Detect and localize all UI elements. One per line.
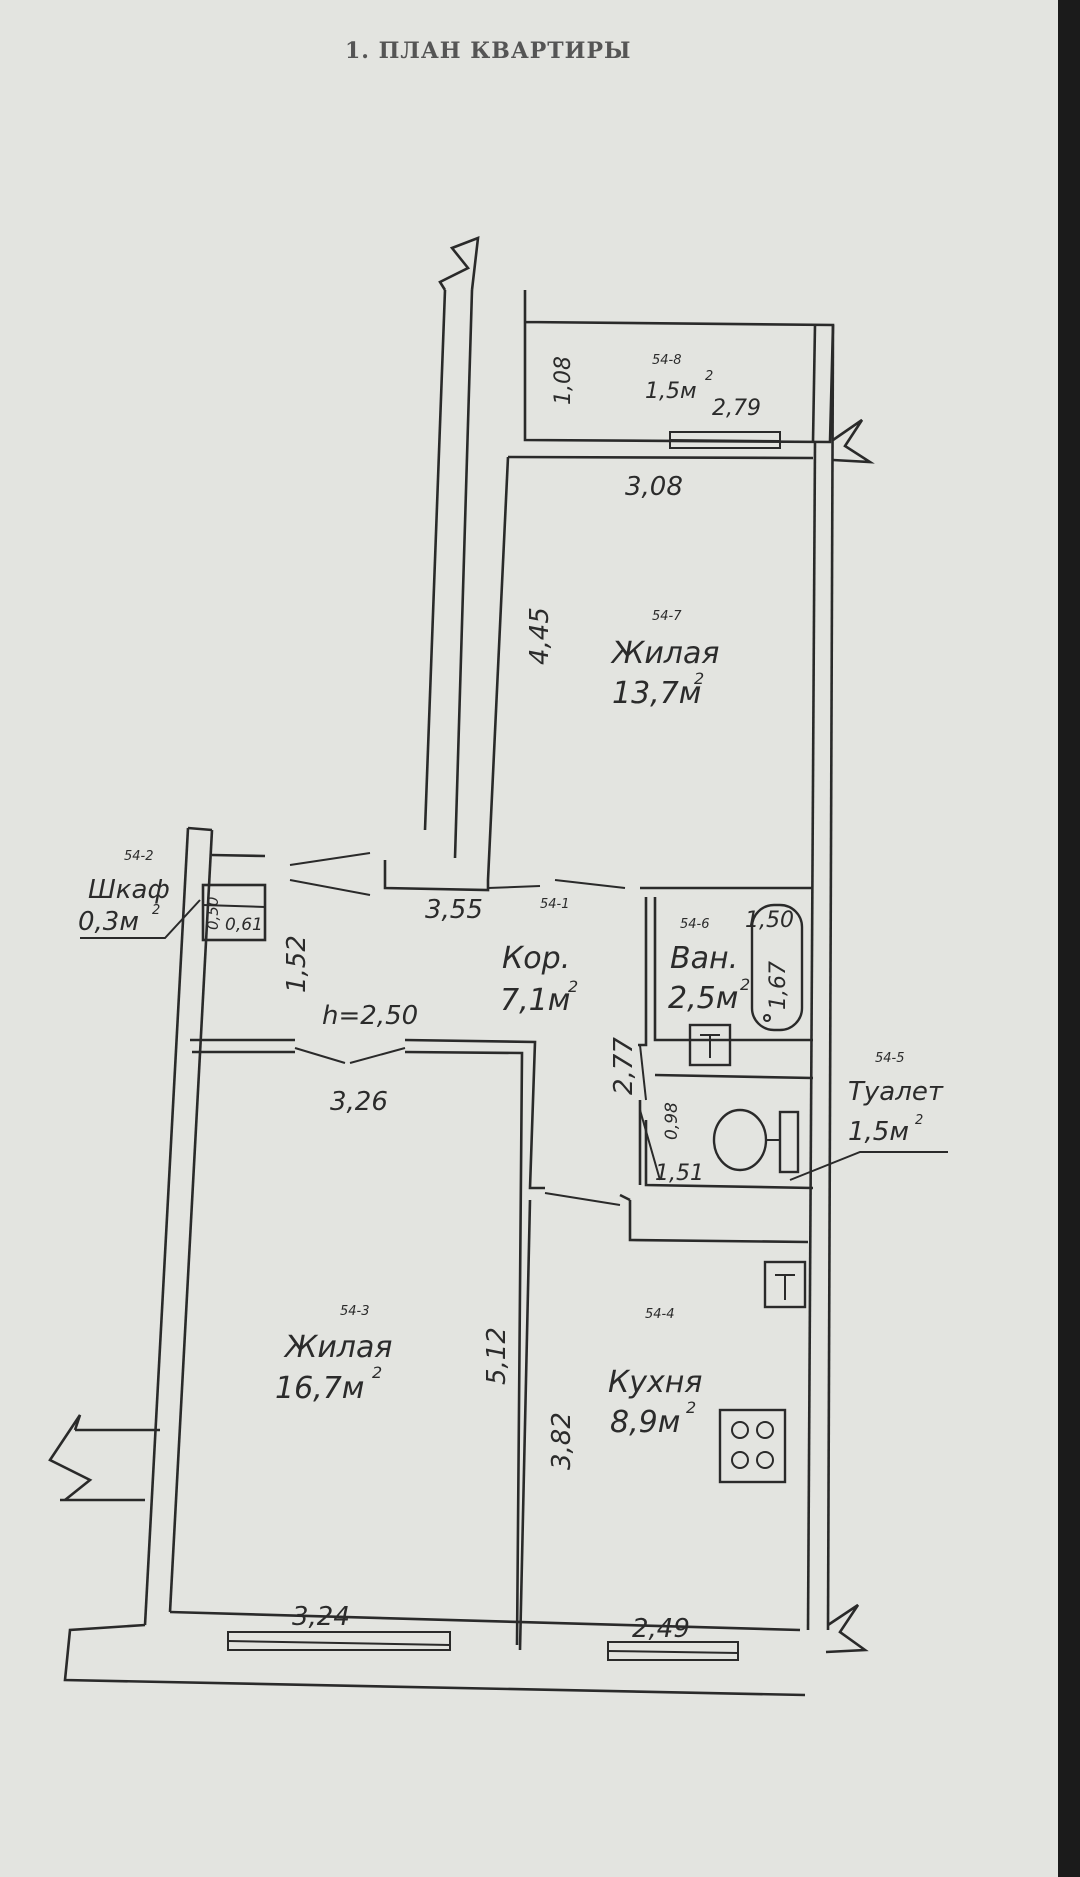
room-area-sup: 2 [705,369,713,384]
dim-balcony-height: 1,08 [551,356,576,405]
dim-corridor-width: 3,55 [425,895,483,925]
room-code: 54-2 [124,849,154,864]
bath-riser [688,1023,732,1067]
dim-living2-bottom: 3,24 [292,1602,350,1632]
room-area-sup: 2 [686,1398,696,1417]
dim-kitchen-height: 3,82 [547,1412,577,1470]
room-code: 54-6 [680,917,710,932]
room-area: 13,7м [612,676,701,711]
room-bath: 54-6 1,50 Ван. 2,5м 2 1,67 2,77 [609,908,794,1095]
room-kitchen: 54-4 Кухня 8,9м 2 3,82 2,49 [547,1307,702,1644]
floor-plan: 1. ПЛАН КВАРТИРЫ [48,38,948,1697]
room-name: Туалет [848,1077,944,1107]
room-living-2: 3,26 5,12 54-3 Жилая 16,7м 2 3,24 [275,1087,512,1632]
kitchen-riser [763,1260,807,1309]
room-code: 54-7 [652,609,682,624]
dim-wet-height: 2,77 [609,1037,639,1095]
dim-living2-height: 5,12 [482,1327,512,1385]
room-toilet: 54-5 Туалет 1,5м 2 0,98 1,51 [655,1051,944,1186]
room-balcony: 54-8 1,5м 2 2,79 1,08 [551,353,761,421]
dim-bath-height: 1,67 [766,961,791,1010]
room-name: Жилая [610,636,719,671]
room-area-sup: 2 [740,975,750,994]
room-corridor: 3,55 1,52 54-1 Кор. 7,1м 2 h=2,50 [282,895,578,1031]
room-closet: 54-2 Шкаф 0,3м 2 0,50 0,61 [78,849,263,937]
exterior-walls [48,236,875,1697]
interior-walls [190,852,814,1651]
bathtub [750,903,804,1032]
room-living-1: 3,08 4,45 54-7 Жилая 13,7м 2 [525,472,719,711]
room-code: 54-3 [340,1304,370,1319]
dim-kitchen-width: 2,49 [632,1614,690,1644]
dim-living1-width: 3,08 [625,472,683,502]
fixtures [688,903,807,1484]
dim-bath-width: 1,50 [745,908,794,933]
dim-balcony-width: 2,79 [712,396,761,421]
dim-living1-height: 4,45 [525,607,555,665]
stove [718,1408,787,1484]
room-code: 54-4 [645,1307,675,1322]
toilet-bowl [712,1108,768,1172]
leader-lines [80,899,948,1181]
dim-closet-depth: 0,50 [204,897,222,930]
room-name: Шкаф [88,875,170,905]
room-area-sup: 2 [152,903,160,918]
toilet-tank [778,1110,800,1174]
room-name: Кухня [608,1365,702,1400]
room-area: 8,9м [610,1405,680,1440]
room-code: 54-5 [875,1051,905,1066]
room-area: 16,7м [275,1371,364,1406]
room-area-sup: 2 [372,1363,382,1382]
bath-drain [763,1014,771,1022]
ceiling-height: h=2,50 [322,1001,418,1031]
room-code: 54-1 [540,897,570,912]
room-area: 0,3м [78,907,139,937]
room-area: 7,1м [500,983,570,1018]
room-name: Жилая [283,1330,392,1365]
dim-corridor-height: 1,52 [282,935,312,993]
room-code: 54-8 [652,353,682,368]
dim-living2-top: 3,26 [330,1087,388,1117]
room-area-sup: 2 [694,669,704,688]
dim-toilet-height: 0,98 [662,1102,682,1140]
plan-title: 1. ПЛАН КВАРТИРЫ [345,38,631,64]
room-area-sup: 2 [568,977,578,996]
room-area: 2,5м [668,981,738,1016]
room-area-sup: 2 [915,1113,923,1128]
dim-closet-width: 0,61 [225,915,263,935]
room-area: 1,5м [848,1117,909,1147]
room-name: Ван. [670,941,738,976]
dim-toilet-width: 1,51 [655,1161,704,1186]
room-name: Кор. [502,941,570,976]
room-area: 1,5м [645,379,697,404]
plan-sheet: 1. ПЛАН КВАРТИРЫ [0,0,1058,1877]
